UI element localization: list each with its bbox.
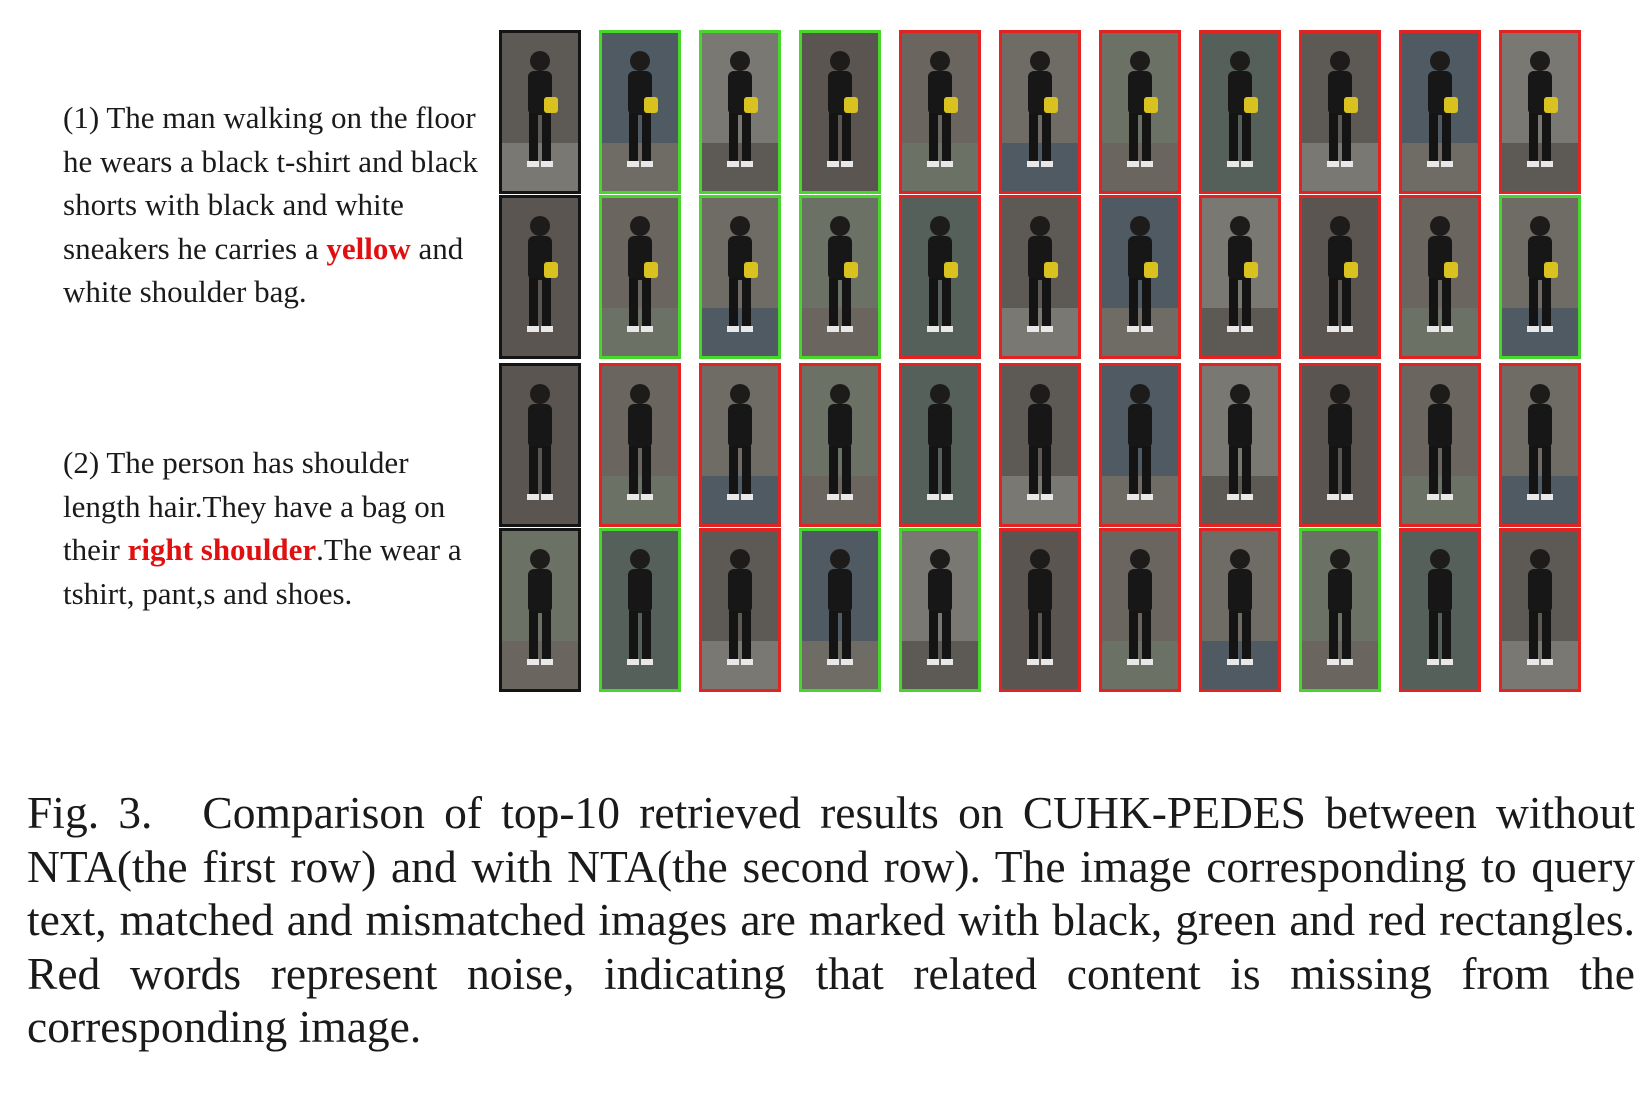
matched-image (799, 30, 881, 194)
noise-word: yellow (326, 230, 411, 266)
mismatched-image (899, 363, 981, 527)
mismatched-image (1499, 30, 1581, 194)
mismatched-image (1099, 363, 1181, 527)
query-image (499, 195, 581, 359)
query-text-1: (1) The man walking on the floor he wear… (63, 96, 483, 314)
mismatched-image (1199, 363, 1281, 527)
result-row-without-nta (499, 363, 1599, 527)
mismatched-image (1499, 363, 1581, 527)
matched-image (1499, 195, 1581, 359)
mismatched-image (1299, 195, 1381, 359)
matched-image (599, 528, 681, 692)
mismatched-image (1199, 528, 1281, 692)
matched-image (799, 528, 881, 692)
query-text-segment: (2) The person has shoulder length hair.… (63, 445, 446, 567)
mismatched-image (1399, 363, 1481, 527)
query-text-segment: .The wear a tshirt, pant,s and shoes. (63, 532, 462, 611)
matched-image (1299, 528, 1381, 692)
mismatched-image (999, 195, 1081, 359)
query-image (499, 528, 581, 692)
mismatched-image (1399, 30, 1481, 194)
mismatched-image (999, 528, 1081, 692)
mismatched-image (899, 30, 981, 194)
mismatched-image (1099, 30, 1181, 194)
mismatched-image (1399, 528, 1481, 692)
mismatched-image (1199, 195, 1281, 359)
mismatched-image (1099, 195, 1181, 359)
matched-image (899, 528, 981, 692)
mismatched-image (1299, 363, 1381, 527)
mismatched-image (1099, 528, 1181, 692)
matched-image (699, 30, 781, 194)
matched-image (599, 195, 681, 359)
noise-word: right shoulder (127, 532, 317, 567)
mismatched-image (1399, 195, 1481, 359)
mismatched-image (699, 363, 781, 527)
mismatched-image (999, 363, 1081, 527)
mismatched-image (899, 195, 981, 359)
query-text-segment: (1) The man walking on the floor he wear… (63, 100, 478, 266)
mismatched-image (1499, 528, 1581, 692)
mismatched-image (699, 528, 781, 692)
query-text-2: (2) The person has shoulder length hair.… (63, 441, 483, 615)
mismatched-image (1199, 30, 1281, 194)
figure-caption: Fig. 3.Comparison of top-10 retrieved re… (27, 786, 1635, 1054)
matched-image (599, 30, 681, 194)
result-row-with-nta (499, 528, 1599, 692)
result-row-without-nta (499, 30, 1599, 194)
matched-image (699, 195, 781, 359)
mismatched-image (599, 363, 681, 527)
mismatched-image (999, 30, 1081, 194)
query-text-segment: and white shoulder bag. (63, 230, 464, 310)
query-image (499, 363, 581, 527)
query-image (499, 30, 581, 194)
mismatched-image (799, 363, 881, 527)
matched-image (799, 195, 881, 359)
result-row-with-nta (499, 195, 1599, 359)
figure-label: Fig. 3. (27, 787, 153, 838)
caption-text: Comparison of top-10 retrieved results o… (27, 787, 1636, 1052)
mismatched-image (1299, 30, 1381, 194)
